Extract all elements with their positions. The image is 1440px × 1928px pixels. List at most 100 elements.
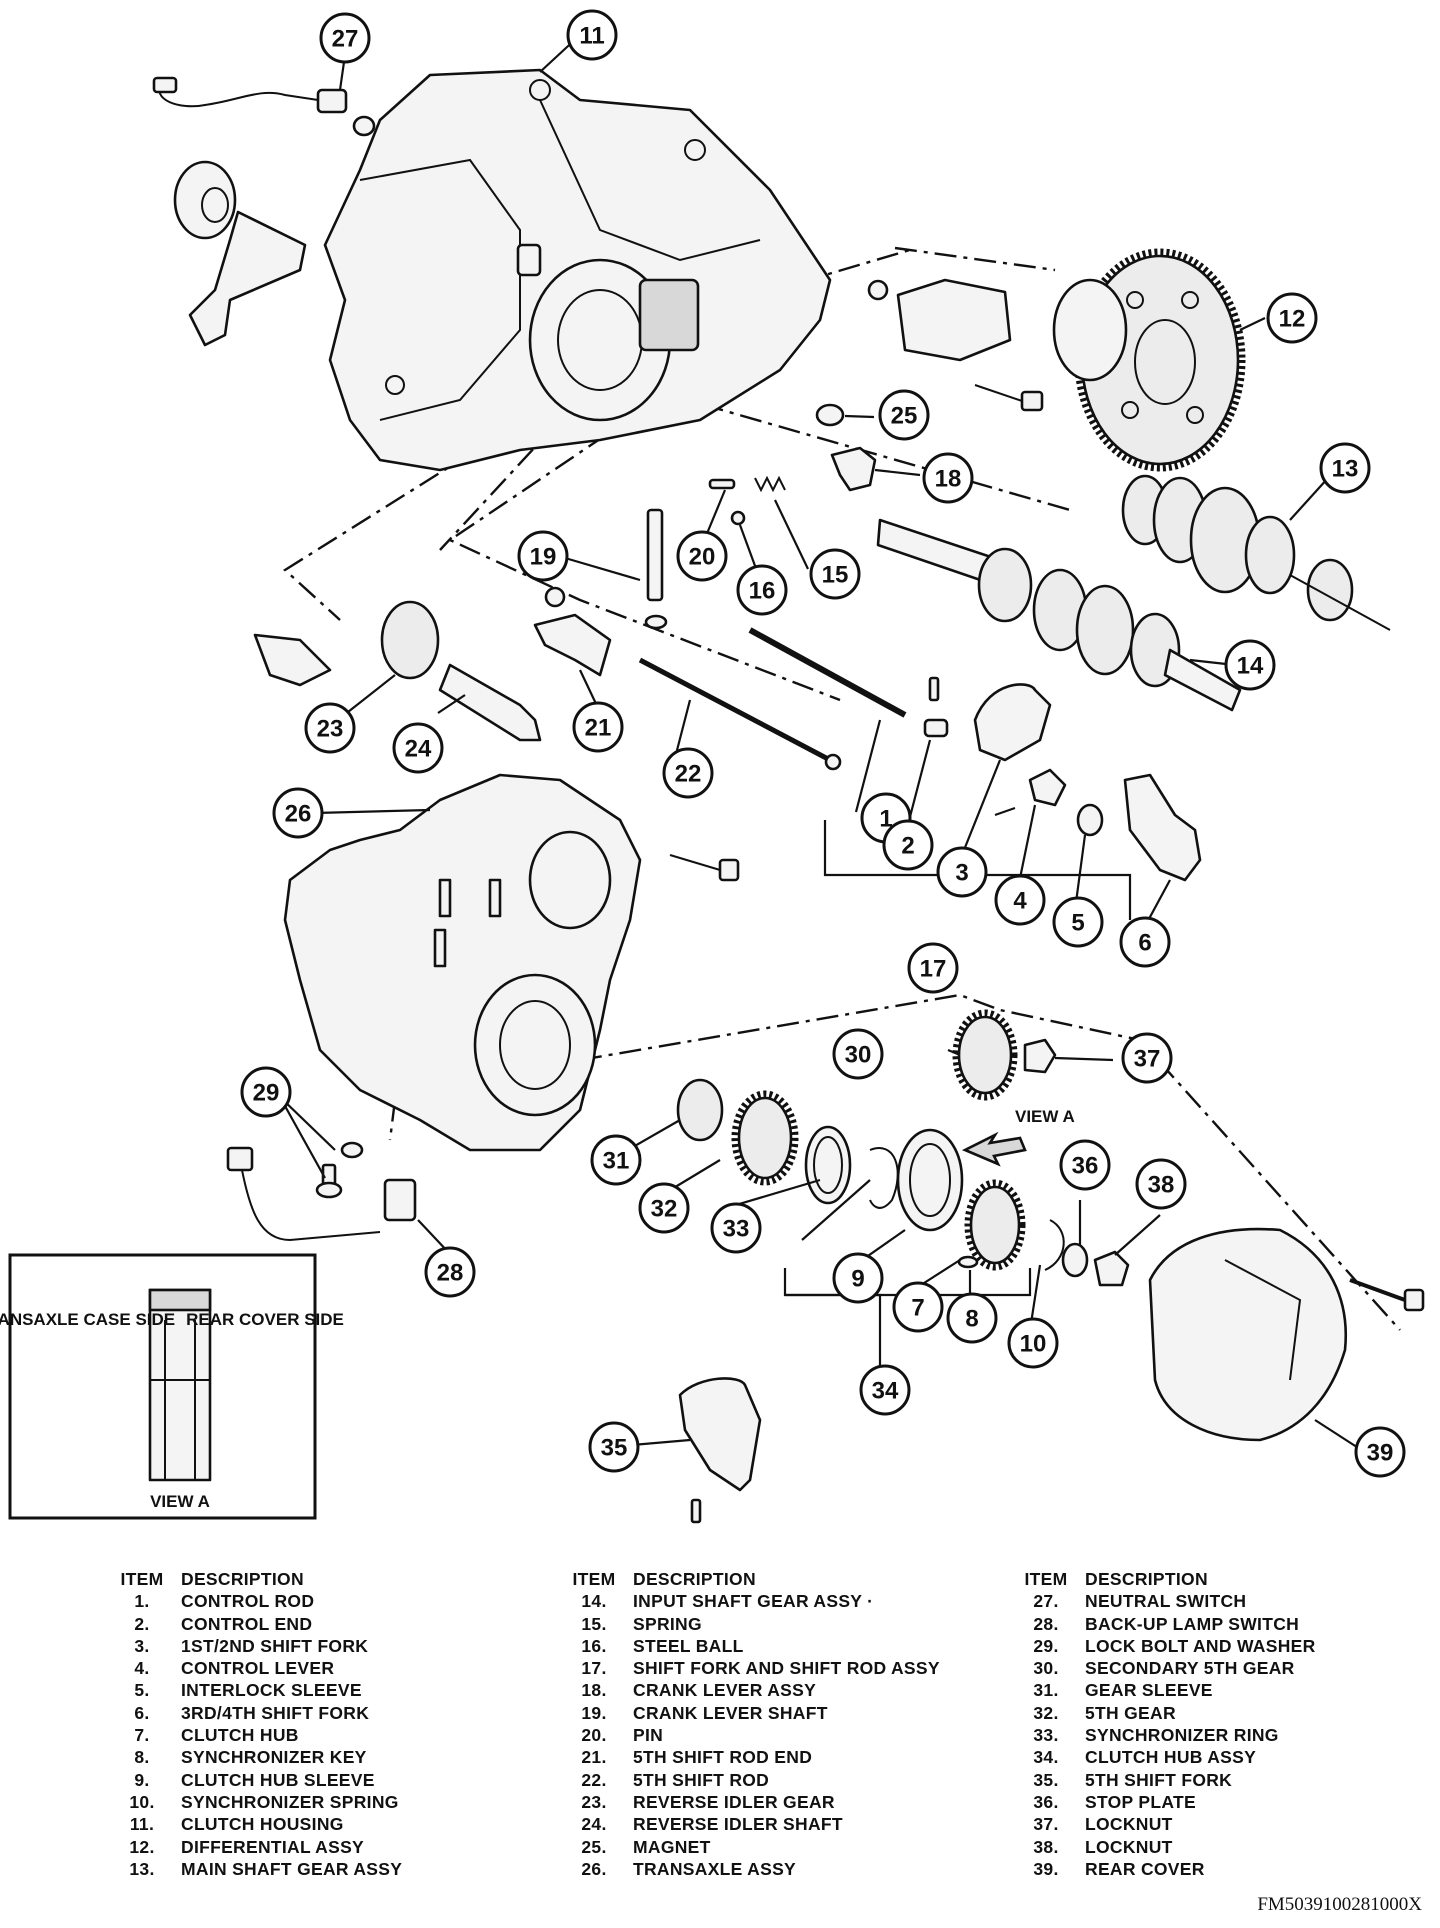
callout-number: 16	[749, 578, 776, 605]
callout-circle	[809, 548, 861, 600]
part-18-crank-lever	[830, 446, 877, 492]
callout-circle	[572, 701, 624, 753]
legend-item-number: 4.	[134, 1658, 150, 1679]
legend-row: 13.MAIN SHAFT GEAR ASSY	[103, 1858, 402, 1880]
legend-row: 37.LOCKNUT	[1007, 1813, 1316, 1835]
part-19-20-15-16-small-parts	[644, 475, 786, 630]
legend-item-number: 1.	[134, 1591, 150, 1612]
legend-item-description: MAIN SHAFT GEAR ASSY	[181, 1858, 403, 1879]
legend-item-number: 22.	[581, 1769, 607, 1790]
callout-circle	[566, 9, 618, 61]
callout-circle	[272, 787, 324, 839]
callout-number: 33	[723, 1216, 750, 1243]
callout-circle	[832, 1252, 884, 1304]
callout-circle	[882, 819, 934, 871]
legend-row: 17.SHIFT FORK AND SHIFT ROD ASSY	[555, 1657, 940, 1679]
callout-4: 4	[994, 874, 1046, 926]
legend-item-header: ITEM	[1024, 1569, 1068, 1589]
legend-item-number: 7.	[134, 1725, 150, 1746]
callout-number: 9	[851, 1266, 864, 1293]
legend-row: 28.BACK-UP LAMP SWITCH	[1007, 1613, 1316, 1635]
legend-item-number: 20.	[581, 1725, 607, 1746]
callout-circle	[662, 747, 714, 799]
callout-number: 39	[1367, 1440, 1394, 1467]
legend-row: 12.DIFFERENTIAL ASSY	[103, 1836, 402, 1858]
callout-circle	[638, 1182, 690, 1234]
part-35-5th-shift-fork	[678, 1377, 762, 1524]
legend-row: 34.CLUTCH HUB ASSY	[1007, 1746, 1316, 1768]
callout-number: 10	[1020, 1331, 1047, 1358]
legend-item-description: 3RD/4TH SHIFT FORK	[181, 1702, 370, 1723]
legend-item-description: INTERLOCK SLEEVE	[181, 1680, 362, 1701]
view-a-label: VIEW A	[1015, 1107, 1075, 1126]
legend-row: 16.STEEL BALL	[555, 1635, 940, 1657]
part-1-control-rod	[748, 627, 907, 718]
legend-item-description: 5TH GEAR	[1085, 1702, 1176, 1723]
legend-item-description: CRANK LEVER ASSY	[633, 1680, 817, 1701]
callout-27: 27	[319, 12, 371, 64]
callout-circle	[922, 452, 974, 504]
callout-circle	[1354, 1426, 1406, 1478]
legend-item-description: REVERSE IDLER GEAR	[633, 1791, 835, 1812]
legend-row: 5. INTERLOCK SLEEVE	[103, 1679, 402, 1701]
legend-row: 31.GEAR SLEEVE	[1007, 1679, 1316, 1701]
callout-circle	[936, 846, 988, 898]
inset-right-label: REAR COVER SIDE	[186, 1310, 344, 1329]
callout-number: 35	[601, 1435, 628, 1462]
legend-item-description: CONTROL LEVER	[181, 1658, 335, 1679]
callout-circle	[946, 1292, 998, 1344]
callout-number: 32	[651, 1196, 678, 1223]
part-38-locknut	[1093, 1250, 1130, 1287]
legend-item-description: CLUTCH HOUSING	[181, 1814, 344, 1835]
callout-circle	[710, 1202, 762, 1254]
part-4-control-lever	[994, 768, 1067, 816]
legend-row: 4. CONTROL LEVER	[103, 1657, 402, 1679]
callout-number: 29	[253, 1080, 280, 1107]
callout-circle	[832, 1028, 884, 1080]
legend-item-description: LOCKNUT	[1085, 1814, 1173, 1835]
legend-item-number: 2.	[134, 1613, 150, 1634]
callout-circle	[304, 702, 356, 754]
legend-item-number: 5.	[134, 1680, 150, 1701]
legend-item-number: 32.	[1033, 1702, 1059, 1723]
callout-circle	[1319, 442, 1371, 494]
callout-8: 8	[946, 1292, 998, 1344]
callout-circle	[892, 1281, 944, 1333]
part-29-lock-bolt-and-washer	[315, 1141, 364, 1199]
callout-number: 6	[1138, 930, 1151, 957]
legend-row: 1.CONTROL ROD	[103, 1590, 402, 1612]
callout-number: 15	[822, 562, 849, 589]
legend-item-description: GEAR SLEEVE	[1085, 1680, 1213, 1701]
part-21-shift-rod-end	[533, 586, 612, 677]
legend-item-number: 21.	[581, 1747, 607, 1768]
callout-35: 35	[588, 1421, 640, 1473]
legend-item-header: ITEM	[572, 1569, 616, 1589]
part-32-5th-gear	[731, 1090, 799, 1186]
legend-item-description: STOP PLATE	[1085, 1791, 1196, 1812]
legend-desc-header: DESCRIPTION	[633, 1569, 756, 1589]
callout-circle	[878, 389, 930, 441]
callout-circle	[1052, 896, 1104, 948]
legend-row: 35.5TH SHIFT FORK	[1007, 1769, 1316, 1791]
callout-circle	[240, 1066, 292, 1118]
view-a-inset: TRANSAXLE CASE SIDE REAR COVER SIDE VIEW…	[0, 1253, 344, 1520]
part-5-interlock-sleeve	[1076, 803, 1104, 837]
callout-number: 7	[911, 1295, 924, 1322]
part-6-3rd4th-fork	[1123, 773, 1202, 882]
legend-item-number: 3.	[134, 1635, 150, 1656]
callout-number: 20	[689, 544, 716, 571]
callout-3: 3	[936, 846, 988, 898]
legend-item-description: SYNCHRONIZER RING	[1085, 1725, 1279, 1746]
callout-38: 38	[1135, 1158, 1187, 1210]
legend-item-description: CLUTCH HUB SLEEVE	[181, 1769, 375, 1790]
legend-item-description: REAR COVER	[1085, 1858, 1205, 1879]
legend-row: 11.CLUTCH HOUSING	[103, 1813, 402, 1835]
callout-number: 22	[675, 761, 702, 788]
legend-item-description: CLUTCH HUB	[181, 1725, 299, 1746]
legend-row: 3.1ST/2ND SHIFT FORK	[103, 1635, 402, 1657]
legend-desc-header: DESCRIPTION	[181, 1569, 304, 1589]
legend-item-number: 28.	[1033, 1613, 1059, 1634]
callout-20: 20	[676, 530, 728, 582]
legend-row: 21.5TH SHIFT ROD END	[555, 1746, 940, 1768]
callout-36: 36	[1059, 1139, 1111, 1191]
